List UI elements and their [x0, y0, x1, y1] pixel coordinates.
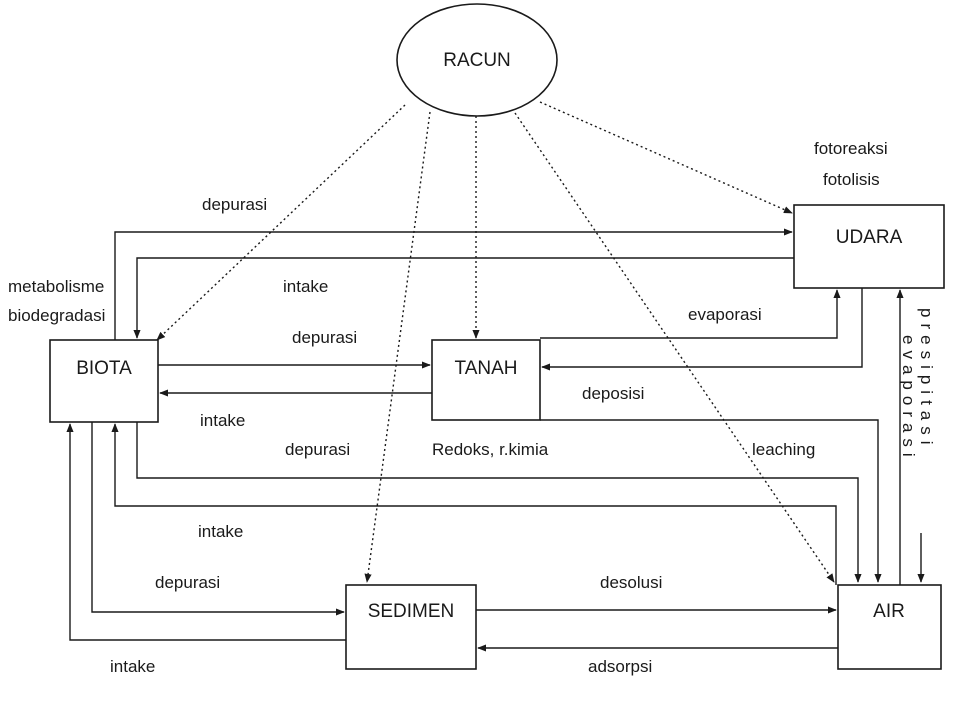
intake-bottom-label: intake: [110, 657, 155, 676]
depurasi-low-label: depurasi: [155, 573, 220, 592]
racun-label: RACUN: [443, 50, 511, 71]
presipitasi-vertical-label: presipitasi: [917, 308, 936, 451]
udara-label: UDARA: [836, 227, 903, 248]
redoks-label: Redoks, r.kimia: [432, 440, 549, 459]
udara-box: [793, 204, 945, 289]
biota-to-air-depurasi-arrow: [136, 422, 862, 583]
depurasi-tanah-label: depurasi: [292, 328, 357, 347]
deposisi-label: deposisi: [582, 384, 644, 403]
air-label: AIR: [873, 601, 905, 622]
racun-to-air-arrow: [514, 112, 835, 583]
node-sedimen: SEDIMEN: [345, 584, 477, 670]
biota-label: BIOTA: [76, 358, 132, 379]
depurasi-mid-label: depurasi: [285, 440, 350, 459]
biota-to-sedimen-depurasi-arrow: [91, 422, 345, 616]
tanah-label: TANAH: [455, 358, 518, 379]
biodegradasi-label: biodegradasi: [8, 306, 105, 325]
air-box: [837, 584, 942, 670]
node-udara: UDARA: [793, 204, 945, 289]
racun-to-udara-arrow: [539, 101, 793, 214]
evaporasi-top-label: evaporasi: [688, 305, 762, 324]
tanah-box: [431, 339, 541, 421]
node-air: AIR: [837, 584, 942, 670]
intake-mid-label: intake: [198, 522, 243, 541]
tanah-to-udara-evaporasi-arrow: [540, 289, 841, 339]
tanah-to-air-leaching-arrow: [540, 419, 882, 583]
intake-tanah-label: intake: [200, 411, 245, 430]
flow-arrows: [66, 228, 925, 652]
depurasi-top-label: depurasi: [202, 195, 267, 214]
intake-top-label: intake: [283, 277, 328, 296]
biota-box: [49, 339, 159, 423]
metabolisme-label: metabolisme: [8, 277, 104, 296]
racun-ellipse: [396, 3, 558, 117]
node-tanah: TANAH: [431, 339, 541, 421]
adsorpsi-label: adsorpsi: [588, 657, 652, 676]
udara-to-biota-intake-arrow: [133, 257, 794, 339]
air-to-biota-intake-arrow: [111, 423, 837, 585]
racun-arrows: [156, 101, 835, 583]
racun-to-sedimen-arrow: [364, 111, 431, 583]
desolusi-label: desolusi: [600, 573, 662, 592]
node-biota: BIOTA: [49, 339, 159, 423]
fotolisis-label: fotolisis: [823, 170, 880, 189]
udara-to-tanah-deposisi-arrow: [541, 288, 863, 371]
sedimen-to-biota-intake-arrow: [66, 423, 346, 641]
biota-to-udara-depurasi-arrow: [114, 228, 793, 340]
sedimen-label: SEDIMEN: [368, 601, 455, 622]
evaporasi-vertical-label: evaporasi: [899, 335, 918, 463]
process-labels: fotoreaksi fotolisis depurasi intake met…: [8, 139, 936, 676]
leaching-label: leaching: [752, 440, 815, 459]
fotoreaksi-label: fotoreaksi: [814, 139, 888, 158]
racun-to-biota-arrow: [156, 104, 406, 341]
sedimen-box: [345, 584, 477, 670]
node-racun: RACUN: [396, 3, 558, 117]
